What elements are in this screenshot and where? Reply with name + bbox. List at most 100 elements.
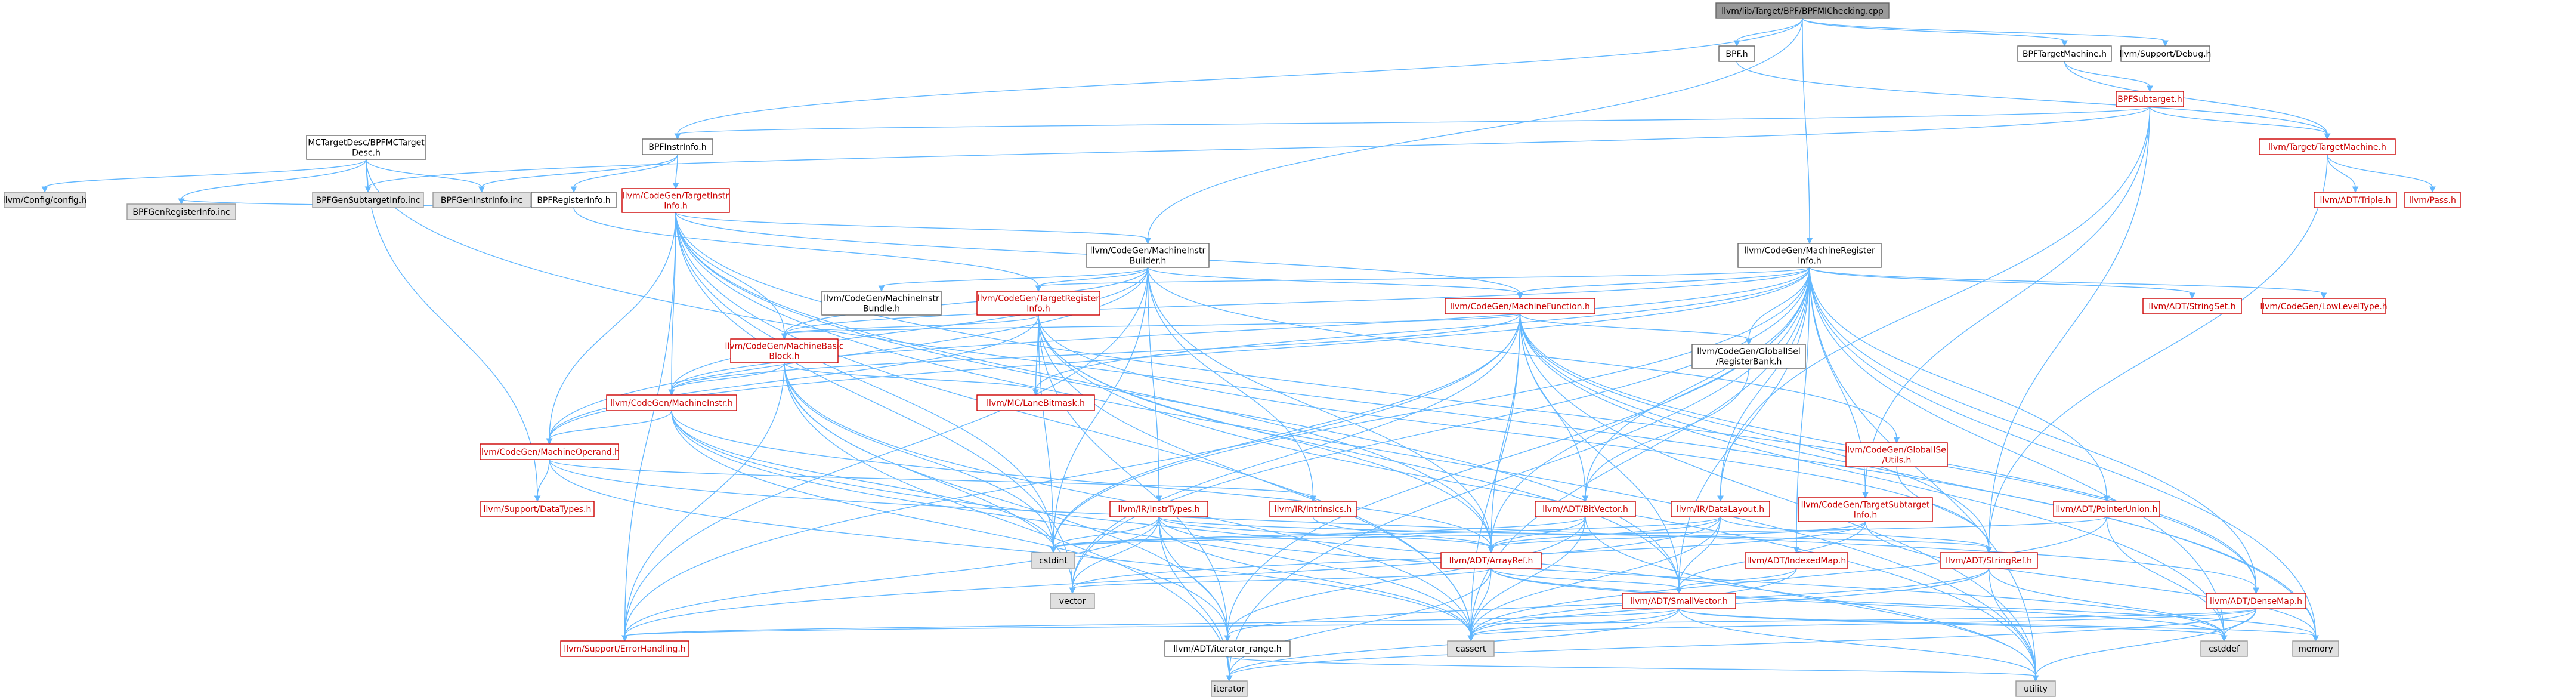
- edge-smallvector-to-memory: [1678, 608, 2319, 642]
- node-label: llvm/Support/Debug.h: [2120, 50, 2212, 59]
- node-ptrunion[interactable]: llvm/ADT/PointerUnion.h: [2053, 501, 2160, 517]
- node-smallvector[interactable]: llvm/ADT/SmallVector.h: [1622, 593, 1736, 609]
- edge-line: [549, 314, 1039, 440]
- edge-line: [1470, 568, 1492, 637]
- edge-line: [1147, 18, 1803, 239]
- node-bitvector[interactable]: llvm/ADT/BitVector.h: [1535, 501, 1636, 517]
- node-box: [1535, 501, 1636, 517]
- edge-line: [1720, 106, 2151, 497]
- node-box: [1269, 501, 1357, 517]
- node-densemap[interactable]: llvm/ADT/DenseMap.h: [2206, 593, 2306, 609]
- edge-mi-to-utility: [671, 410, 2039, 682]
- edge-line: [1035, 314, 1039, 391]
- edge-line: [1802, 18, 1810, 239]
- edge-line: [624, 212, 676, 637]
- node-errorhandling[interactable]: llvm/Support/ErrorHandling.h: [560, 640, 689, 657]
- node-iterrange[interactable]: llvm/ADT/iterator_range.h: [1164, 640, 1291, 657]
- node-llt[interactable]: llvm/CodeGen/LowLevelType.h: [2260, 298, 2388, 314]
- edge-line: [675, 212, 1471, 637]
- node-datalayout[interactable]: llvm/IR/DataLayout.h: [1671, 501, 1770, 517]
- edge-line: [1519, 313, 1586, 497]
- edge-line: [1864, 521, 2317, 637]
- node-regbank[interactable]: llvm/CodeGen/GlobalISel/RegisterBank.h: [1691, 344, 1806, 369]
- edge-line: [1158, 516, 2225, 637]
- edge-line: [1864, 106, 2151, 494]
- edge-line: [1988, 568, 2036, 677]
- edge-bpfsub-to-stringref: [1986, 106, 2151, 554]
- edge-line: [675, 212, 1073, 589]
- edge-arrowhead: [1226, 675, 1233, 682]
- node-mf[interactable]: llvm/CodeGen/MachineFunction.h: [1445, 298, 1595, 314]
- node-label: utility: [2024, 684, 2048, 694]
- node-giutils[interactable]: llvm/CodeGen/GlobalISel/Utils.h: [1845, 442, 1949, 467]
- node-instrinfo[interactable]: BPFInstrInfo.h: [642, 138, 713, 155]
- edge-line: [784, 362, 1037, 391]
- node-intrinsics[interactable]: llvm/IR/Intrinsics.h: [1269, 501, 1357, 517]
- node-datatypes[interactable]: llvm/Support/DataTypes.h: [480, 501, 595, 517]
- node-pass[interactable]: llvm/Pass.h: [2404, 192, 2461, 208]
- node-instrtypes[interactable]: llvm/IR/InstrTypes.h: [1109, 501, 1208, 517]
- edge-line: [2149, 106, 2328, 135]
- node-mo[interactable]: llvm/CodeGen/MachineOperand.h: [479, 443, 620, 460]
- edge-regbank-to-bitvector: [1582, 368, 1749, 502]
- node-label: BPFGenRegisterInfo.inc: [132, 208, 230, 217]
- node-box: [2314, 192, 2397, 208]
- edge-mo-to-datatypes: [534, 459, 550, 502]
- edge-line: [1147, 267, 1897, 439]
- node-bpfsub[interactable]: BPFSubtarget.h: [2116, 91, 2184, 107]
- node-lanebitmask[interactable]: llvm/MC/LaneBitmask.h: [976, 394, 1095, 411]
- node-box: [1050, 593, 1095, 609]
- node-box: [2116, 91, 2184, 107]
- edge-line: [537, 459, 550, 497]
- node-reginfo[interactable]: BPFRegisterInfo.h: [531, 192, 617, 208]
- edge-tsi-to-arrayref: [1488, 521, 1866, 554]
- edge-line: [1720, 267, 1810, 497]
- edge-line: [44, 159, 367, 188]
- edge-line: [1470, 608, 1680, 637]
- node-stringset[interactable]: llvm/ADT/StringSet.h: [2142, 298, 2242, 314]
- node-label: Info.h: [1798, 257, 1822, 266]
- node-box: [432, 192, 531, 208]
- edge-line: [624, 608, 1680, 637]
- edge-mf-to-cassert: [1467, 313, 1521, 642]
- node-box: [1671, 501, 1770, 517]
- node-triple[interactable]: llvm/ADT/Triple.h: [2314, 192, 2397, 208]
- node-mi[interactable]: llvm/CodeGen/MachineInstr.h: [606, 394, 737, 411]
- node-support_debug[interactable]: llvm/Support/Debug.h: [2120, 45, 2212, 62]
- node-box: [2015, 680, 2056, 697]
- edge-mcdesc-to-geninstr: [366, 159, 485, 193]
- node-bpfh[interactable]: BPF.h: [1718, 45, 1755, 62]
- node-arrayref[interactable]: llvm/ADT/ArrayRef.h: [1440, 552, 1542, 569]
- edge-line: [1147, 267, 1159, 497]
- node-cstdint: cstdint: [1031, 552, 1075, 569]
- edge-smallvector-to-errorhandling: [621, 608, 1680, 642]
- edge-line: [1035, 267, 1810, 391]
- edge-line: [1796, 267, 1810, 548]
- edge-line: [1678, 267, 1810, 589]
- edge-smallvector-to-cstddef: [1678, 608, 2228, 642]
- node-label: llvm/ADT/StringSet.h: [2148, 302, 2235, 312]
- edge-line: [549, 212, 676, 440]
- node-label: Info.h: [664, 202, 688, 211]
- node-bpftm[interactable]: BPFTargetMachine.h: [2017, 45, 2112, 62]
- node-root[interactable]: llvm/lib/Target/BPF/BPFMIChecking.cpp: [1715, 2, 1890, 19]
- edge-line: [624, 516, 1721, 637]
- edge-mri-to-stringset: [1809, 267, 2195, 300]
- edge-line: [671, 410, 1471, 637]
- node-indexedmap[interactable]: llvm/ADT/IndexedMap.h: [1745, 552, 1848, 569]
- edge-line: [671, 410, 1228, 637]
- node-label: Builder.h: [1130, 257, 1167, 266]
- node-stringref[interactable]: llvm/ADT/StringRef.h: [1940, 552, 2038, 569]
- node-target_tm[interactable]: llvm/Target/TargetMachine.h: [2259, 138, 2396, 155]
- edge-line: [1519, 267, 1810, 294]
- edges-layer: [41, 18, 2436, 682]
- edge-bpftm-to-target_tm: [2064, 61, 2331, 140]
